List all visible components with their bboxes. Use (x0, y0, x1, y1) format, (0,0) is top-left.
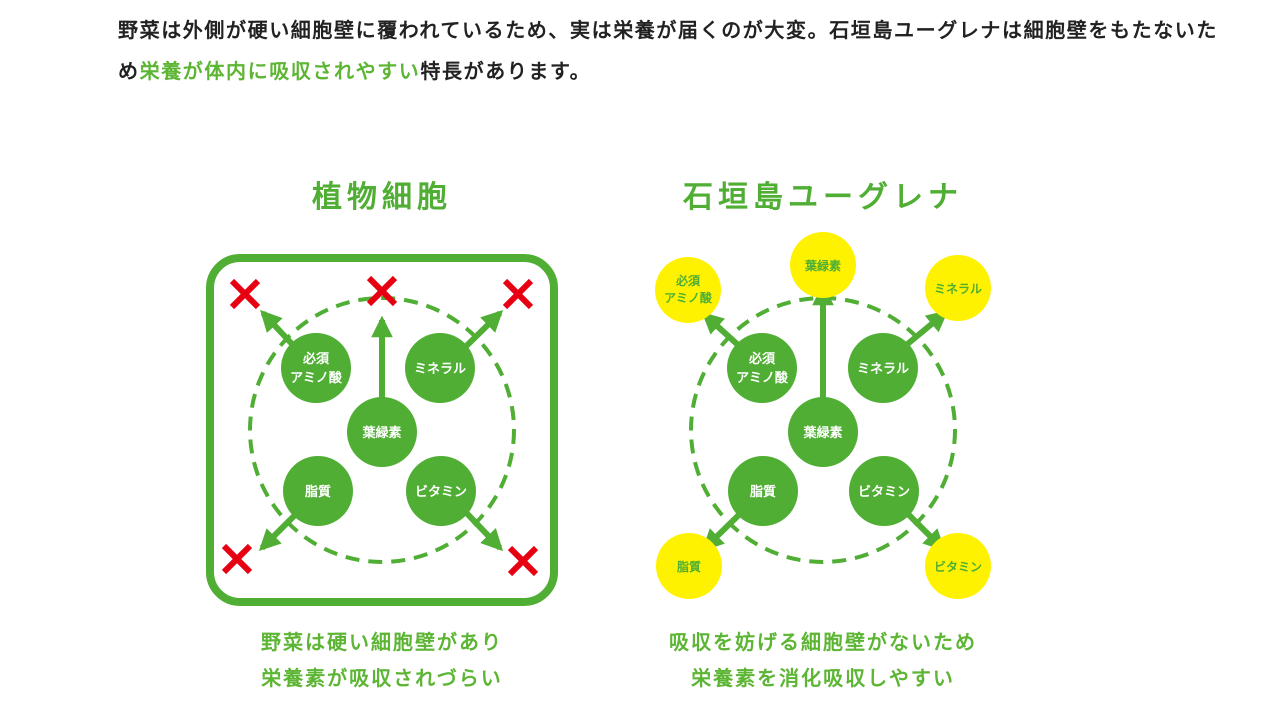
nutrient-label: アミノ酸 (736, 370, 789, 386)
nutrient-label: ミネラル (414, 362, 466, 377)
nutrient-amino-acid (727, 333, 797, 403)
intro-text-part2: 特長があります。 (420, 59, 592, 83)
nutrient-mineral (848, 333, 918, 403)
plant-cell-panel: 植物細胞 必須 アミノ酸 ミネラル 葉緑素 脂質 (206, 180, 558, 606)
nutrient-label: ビタミン (858, 484, 910, 500)
plant-cell-caption: 野菜は硬い細胞壁があり 栄養素が吸収されづらい (162, 624, 602, 696)
cell-membrane-dashed (248, 296, 516, 564)
absorbed-label: 必須 (675, 273, 701, 288)
absorbed-mineral (925, 255, 991, 321)
absorbed-chlorophyll (790, 232, 856, 298)
blocked-x-icon (229, 278, 261, 310)
plant-cell-title: 植物細胞 (312, 180, 452, 215)
nutrient-chlorophyll (788, 397, 858, 467)
blocked-x-icon (507, 545, 539, 577)
intro-text: 野菜は外側が硬い細胞壁に覆われているため、実は栄養が届くのが大変。石垣島ユーグレ… (118, 10, 1238, 92)
nutrient-label: 葉緑素 (361, 425, 401, 441)
nutrient-label: 脂質 (749, 484, 776, 500)
euglena-caption: 吸収を妨げる細胞壁がないため 栄養素を消化吸収しやすい (603, 624, 1043, 696)
intro-highlight: 栄養が体内に吸収されやすい (139, 59, 421, 83)
nutrient-label: アミノ酸 (290, 370, 343, 386)
caption-line: 栄養素を消化吸収しやすい (691, 666, 955, 690)
absorbed-label: 脂質 (676, 559, 701, 574)
caption-line: 吸収を妨げる細胞壁がないため (669, 630, 977, 654)
intro-text-part1: 野菜は外側が硬い細胞壁に覆われているため、実は栄養が届くのが大変。石垣島ユーグレ… (118, 18, 1218, 83)
absorbed-lipid (656, 533, 722, 599)
nutrient-vitamin (849, 456, 919, 526)
blocked-x-icon (502, 278, 534, 310)
nutrient-lipid (283, 456, 353, 526)
nutrient-label: 葉緑素 (802, 425, 842, 441)
nutrient-lipid (728, 456, 798, 526)
nutrient-label: ビタミン (415, 484, 467, 500)
absorbed-label: ビタミン (934, 559, 982, 574)
nutrient-label: 必須 (302, 351, 330, 367)
nutrient-label: ミネラル (857, 362, 909, 377)
absorbed-vitamin (925, 533, 991, 599)
caption-line: 栄養素が吸収されづらい (261, 666, 503, 690)
nutrient-label: 脂質 (304, 484, 331, 500)
absorbed-amino-acid (655, 257, 721, 323)
absorbed-label: 葉緑素 (804, 258, 841, 273)
cell-wall (206, 254, 558, 606)
blocked-x-icon (366, 275, 398, 307)
blocked-x-icon (221, 543, 253, 575)
nutrient-amino-acid (281, 333, 351, 403)
nutrient-vitamin (406, 456, 476, 526)
nutrient-chlorophyll (347, 397, 417, 467)
nutrient-mineral (405, 333, 475, 403)
nutrient-label: 必須 (748, 351, 776, 367)
caption-line: 野菜は硬い細胞壁があり (261, 630, 503, 654)
absorbed-label: アミノ酸 (664, 290, 713, 305)
absorbed-label: ミネラル (934, 282, 982, 296)
euglena-title: 石垣島ユーグレナ (682, 180, 963, 215)
euglena-panel: 石垣島ユーグレナ 必須 アミノ酸 葉緑素 ミネラル 脂質 ビタミン 必須 アミノ… (655, 180, 991, 599)
